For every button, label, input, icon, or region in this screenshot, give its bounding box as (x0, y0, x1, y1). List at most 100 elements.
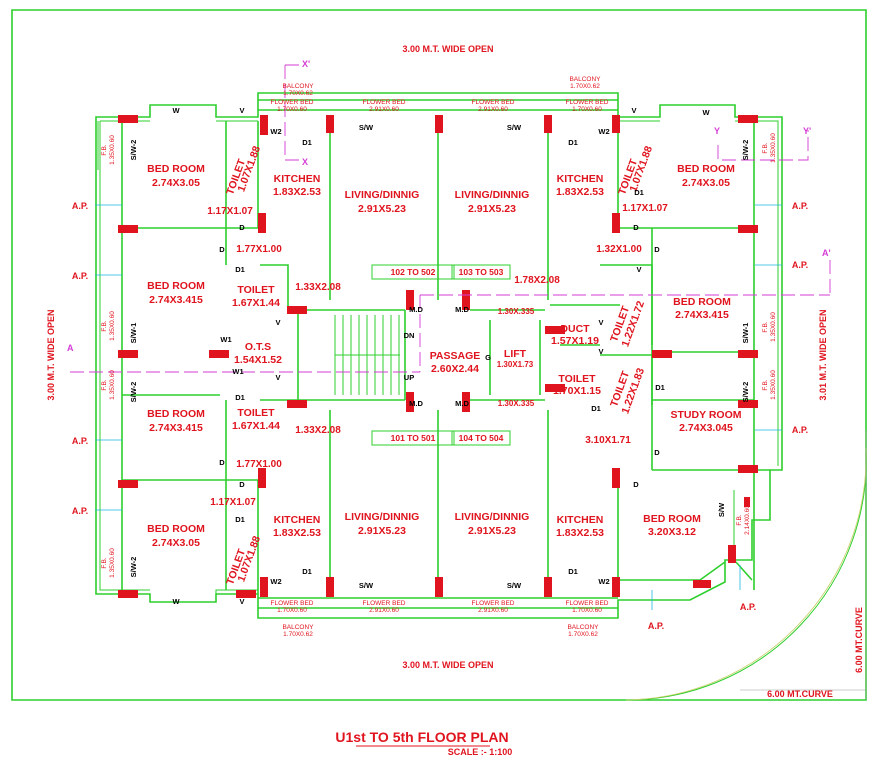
ap-label: A.P. (792, 425, 808, 435)
balcony-bl-label: BALCONY (282, 624, 314, 631)
fb-tcr-label: FLOWER BED (472, 99, 515, 106)
ots-size: 1.54X1.52 (234, 354, 282, 366)
flat-101: 101 TO 501 (391, 433, 436, 443)
plan-mark-label: W (702, 108, 710, 117)
flat-104: 104 TO 504 (459, 433, 504, 443)
duct-name: DUCT (560, 323, 590, 335)
fb-side-6-size: 1.35X0.60 (770, 312, 777, 342)
plan-mark-label: D (654, 448, 660, 457)
kitchen-br-size: 1.83X2.53 (556, 527, 604, 539)
plan-mark-label: D1 (235, 393, 245, 402)
living-bl-size: 2.91X5.23 (358, 525, 406, 537)
plan-mark-label: D1 (655, 383, 665, 392)
plan-mark-label: D (633, 223, 639, 232)
toilet-lift-name: TOILET (558, 373, 596, 385)
ap-label: A.P. (72, 201, 88, 211)
road-right-label: 3.01 M.T. WIDE OPEN (818, 309, 828, 400)
road-bottom-label: 3.00 M.T. WIDE OPEN (402, 660, 493, 670)
plan-mark-label: X (302, 157, 308, 167)
plan-mark-label: X' (302, 59, 310, 69)
plan-mark-label: D (654, 245, 660, 254)
bed-ml2-name: BED ROOM (147, 408, 205, 420)
site-boundary (11, 9, 867, 701)
plan-mark-label: D1 (302, 567, 312, 576)
plan-mark-label: D1 (568, 138, 578, 147)
living-br-name: LIVING/DINNIG (455, 511, 530, 523)
fb-tcl-label: FLOWER BED (363, 99, 406, 106)
plan-mark-label: D1 (634, 188, 644, 197)
plan-mark-label: W2 (270, 127, 281, 136)
ots-name: O.T.S (245, 341, 271, 353)
toilet-ml1-size: 1.67X1.44 (232, 297, 280, 309)
bed-tl-name: BED ROOM (147, 163, 205, 175)
plan-mark-label: V (239, 597, 244, 606)
plan-mark-label: W1 (232, 367, 243, 376)
kitchen-bl-size: 1.83X2.53 (273, 527, 321, 539)
lift-size: 1.30X1.73 (497, 360, 534, 369)
ap-label: A.P. (792, 201, 808, 211)
fb-tcr-size: 2.91X0.60 (478, 106, 508, 113)
plan-mark-label: W1 (220, 335, 231, 344)
balcony-tl-label: BALCONY (282, 83, 314, 90)
fb-bl-label: FLOWER BED (271, 600, 314, 607)
passage-size: 2.60X2.44 (431, 363, 479, 375)
dim-l-133a: 1.33X2.08 (295, 282, 341, 293)
plan-mark-label: V (598, 347, 603, 356)
plan-mark-label: V (239, 106, 244, 115)
dim-lift-bot: 1.30X.335 (498, 399, 535, 408)
fb-bcr-size: 2.91X0.60 (478, 607, 508, 614)
bed-mr-size: 2.74X3.415 (675, 309, 729, 321)
dim-r-178: 1.78X2.08 (514, 275, 560, 286)
plan-mark-label: M.D (409, 305, 423, 314)
fb-side-4-size: 1.35X0.60 (109, 548, 116, 578)
section-markers: X' X Y Y' A A' (67, 59, 831, 353)
bed-tr-name: BED ROOM (677, 163, 735, 175)
toilet-ml2-name: TOILET (237, 407, 275, 419)
flat-102: 102 TO 502 (391, 267, 436, 277)
fb-tcl-size: 2.91X0.60 (369, 106, 399, 113)
living-tl-name: LIVING/DINNIG (345, 189, 420, 201)
bed-bl-name: BED ROOM (147, 523, 205, 535)
plan-mark-label: Y' (803, 126, 811, 136)
plan-mark-label: S/W (717, 502, 726, 517)
ap-label: A.P. (792, 260, 808, 270)
kitchen-tl-size: 1.83X2.53 (273, 186, 321, 198)
plan-mark-label: S/W-1 (129, 323, 138, 344)
toilet-ml2-size: 1.67X1.44 (232, 420, 280, 432)
living-bl-name: LIVING/DINNIG (345, 511, 420, 523)
toilet-lift-size: 1.70X1.15 (553, 385, 601, 397)
plan-mark-label: W (172, 597, 180, 606)
bed-ml1-name: BED ROOM (147, 280, 205, 292)
plan-mark-label: D (219, 458, 225, 467)
kitchen-tr-name: KITCHEN (557, 173, 604, 185)
fb-side-4: F.B. (101, 557, 108, 568)
dim-tr-117: 1.17X1.07 (622, 203, 668, 214)
plan-mark-label: S/W-2 (129, 557, 138, 578)
curve-bottom-label: 6.00 MT.CURVE (767, 689, 833, 699)
plan-mark-label: D (633, 480, 639, 489)
bed-bl-size: 2.74X3.05 (152, 537, 200, 549)
plan-mark-label: W2 (598, 577, 609, 586)
fb-side-1: F.B. (101, 144, 108, 155)
door-window-marks: W W W V V V V V V V V D D D D D D D D D1… (129, 106, 750, 606)
plan-scale: SCALE :- 1:100 (448, 747, 513, 757)
fb-side-3: F.B. (101, 379, 108, 390)
bed-mr-name: BED ROOM (673, 296, 731, 308)
living-tr-name: LIVING/DINNIG (455, 189, 530, 201)
fb-bl-size: 1.70X0.60 (277, 607, 307, 614)
passage-name: PASSAGE (430, 350, 481, 362)
plan-mark-label: D1 (235, 265, 245, 274)
plan-mark-label: S/W (507, 581, 522, 590)
balcony-br-label: BALCONY (567, 624, 599, 631)
plan-mark-label: D (239, 223, 245, 232)
plan-mark-label: S/W-1 (741, 323, 750, 344)
study-mr-name: STUDY ROOM (671, 409, 742, 421)
plan-mark-label: S/W-2 (129, 140, 138, 161)
flat-no-box: 101 TO 501 (371, 430, 455, 446)
fb-side-5-size: 1.35X0.60 (770, 133, 777, 163)
kitchen-tr-size: 1.83X2.53 (556, 186, 604, 198)
plan-mark-label: W2 (598, 127, 609, 136)
bed-ml2-size: 2.74X3.415 (149, 422, 203, 434)
plan-mark-label: D1 (302, 138, 312, 147)
